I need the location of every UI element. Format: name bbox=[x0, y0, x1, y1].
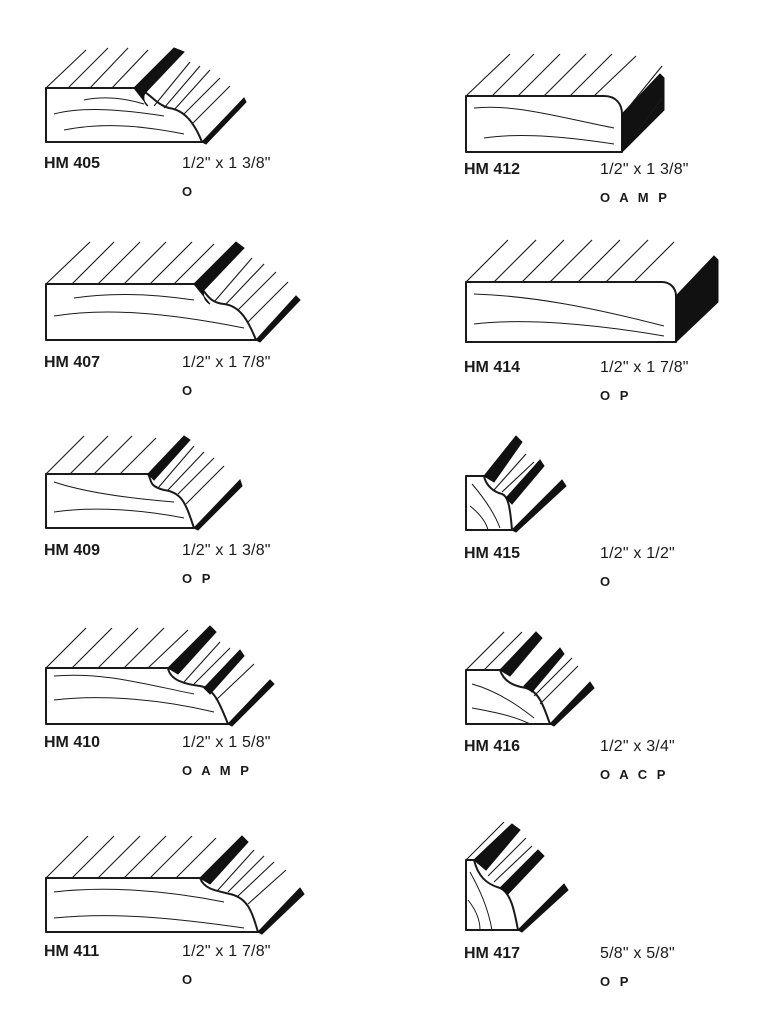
item-code: HM 405 bbox=[44, 155, 101, 172]
item-dimensions: 1/2" x 1 5/8" bbox=[182, 734, 271, 751]
item-code: HM 407 bbox=[44, 354, 101, 371]
item-dimensions: 1/2" x 1 7/8" bbox=[182, 943, 271, 960]
molding-item-hm407: HM 407 1/2" x 1 7/8" O bbox=[44, 238, 384, 408]
molding-profile-drawing bbox=[465, 821, 569, 933]
item-options: O A M P bbox=[600, 190, 670, 205]
molding-item-hm412: HM 412 1/2" x 1 3/8" O A M P bbox=[464, 48, 768, 218]
item-code: HM 416 bbox=[464, 738, 521, 755]
item-code: HM 415 bbox=[464, 545, 521, 562]
item-dimensions: 1/2" x 1 3/8" bbox=[600, 161, 689, 178]
molding-profile-drawing bbox=[45, 47, 247, 145]
molding-item-hm416: HM 416 1/2" x 3/4" O A C P bbox=[464, 628, 768, 798]
item-options: O A M P bbox=[182, 763, 252, 778]
molding-profile-drawing bbox=[45, 435, 243, 531]
molding-profile-drawing bbox=[465, 631, 595, 727]
molding-profile-drawing bbox=[465, 239, 719, 344]
molding-item-hm417: HM 417 5/8" x 5/8" O P bbox=[464, 820, 768, 990]
molding-profile-drawing bbox=[45, 241, 301, 343]
item-code: HM 409 bbox=[44, 542, 101, 559]
item-options: O bbox=[182, 383, 196, 398]
item-code: HM 414 bbox=[464, 359, 521, 376]
item-dimensions: 1/2" x 1 7/8" bbox=[182, 354, 271, 371]
item-code: HM 412 bbox=[464, 161, 521, 178]
molding-item-hm405: HM 405 1/2" x 1 3/8" O bbox=[44, 44, 384, 214]
item-code: HM 410 bbox=[44, 734, 101, 751]
item-dimensions: 1/2" x 3/4" bbox=[600, 738, 675, 755]
item-code: HM 411 bbox=[44, 943, 100, 960]
molding-item-hm415: HM 415 1/2" x 1/2" O bbox=[464, 432, 768, 602]
molding-profile-drawing bbox=[465, 53, 665, 154]
item-options: O bbox=[182, 184, 196, 199]
molding-item-hm414: HM 414 1/2" x 1 7/8" O P bbox=[464, 238, 768, 408]
item-options: O bbox=[182, 972, 196, 987]
item-options: O P bbox=[182, 571, 214, 586]
item-dimensions: 1/2" x 1/2" bbox=[600, 545, 675, 562]
molding-item-hm409: HM 409 1/2" x 1 3/8" O P bbox=[44, 432, 384, 602]
item-options: O A C P bbox=[600, 767, 669, 782]
item-options: O P bbox=[600, 974, 632, 989]
molding-profile-drawing bbox=[45, 625, 275, 727]
molding-item-hm411: HM 411 1/2" x 1 7/8" O bbox=[44, 832, 384, 1002]
item-options: O bbox=[600, 574, 614, 589]
molding-profile-drawing bbox=[465, 435, 567, 533]
item-dimensions: 1/2" x 1 3/8" bbox=[182, 542, 271, 559]
molding-item-hm410: HM 410 1/2" x 1 5/8" O A M P bbox=[44, 624, 384, 794]
item-dimensions: 1/2" x 1 7/8" bbox=[600, 359, 689, 376]
item-code: HM 417 bbox=[464, 945, 521, 962]
molding-profile-drawing bbox=[45, 835, 305, 935]
item-dimensions: 5/8" x 5/8" bbox=[600, 945, 675, 962]
item-dimensions: 1/2" x 1 3/8" bbox=[182, 155, 271, 172]
item-options: O P bbox=[600, 388, 632, 403]
